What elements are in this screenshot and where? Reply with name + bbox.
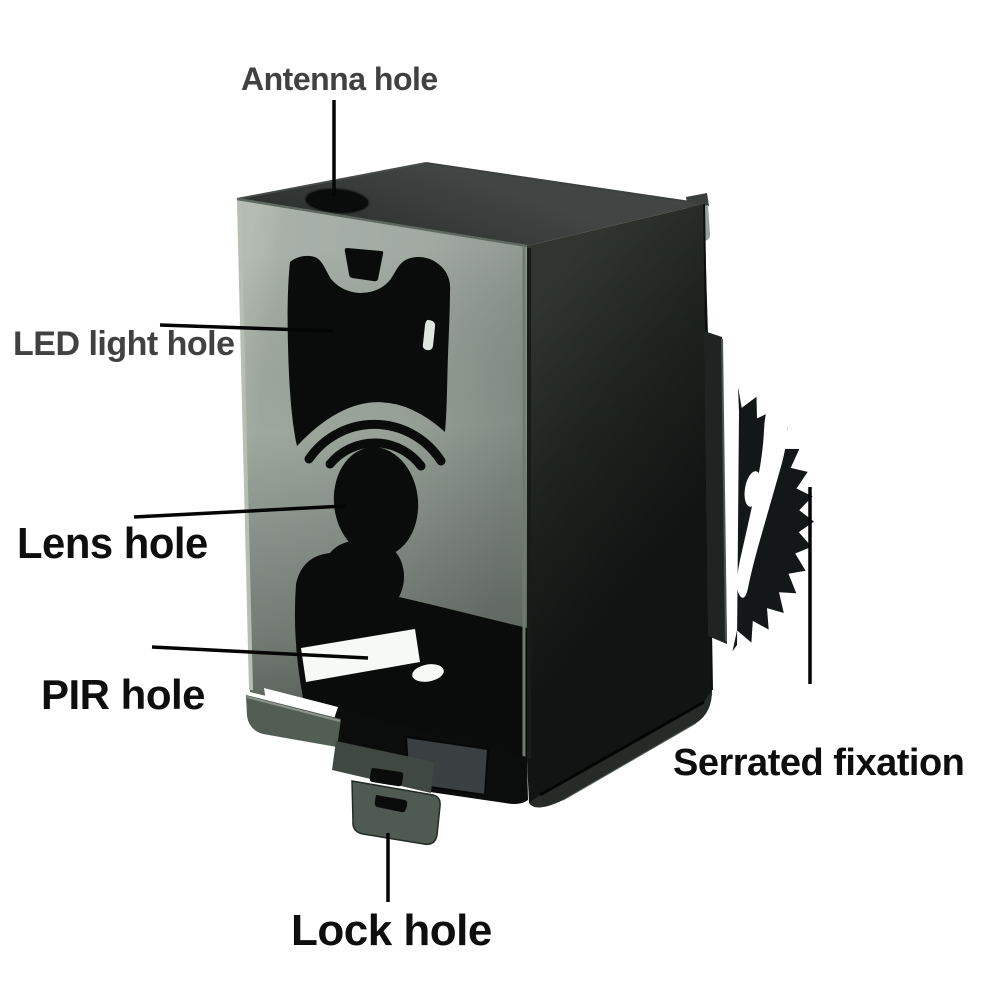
antenna-hole-label: Antenna hole: [241, 61, 438, 97]
pir-through-gap: [301, 629, 420, 682]
case-front-face: [236, 197, 531, 759]
lock-hole-label: Lock hole: [291, 906, 492, 955]
inner-bracket-hole: [412, 664, 444, 682]
side-bottom-flange: [529, 690, 712, 808]
serrated-plate-hole: [744, 471, 762, 507]
flange-slot: [369, 767, 404, 787]
callout-lines: [133, 100, 812, 902]
lock-tab: [351, 780, 441, 846]
mounting-bracket-strip: [704, 331, 727, 644]
case-bottom-assembly: [246, 688, 528, 846]
bottom-gap: [264, 688, 338, 722]
lens-callout-line: [133, 504, 346, 519]
pir-hole-label: PIR hole: [41, 671, 206, 718]
serrated-plate: [732, 386, 814, 652]
serrated-fixation-assembly: [704, 331, 814, 652]
antenna-hole: [304, 187, 370, 215]
led-light-hole-label: LED light hole: [13, 325, 235, 363]
flange-step: [332, 741, 434, 793]
led-slot-tab: [422, 319, 436, 351]
serrated-fixation-label: Serrated fixation: [673, 742, 965, 784]
led-light-hole-cutout: [287, 255, 451, 446]
case-top-face: [236, 162, 705, 246]
led-callout-line: [159, 323, 334, 333]
arc-slots: [304, 419, 446, 471]
lens-hole-label: Lens hole: [17, 519, 208, 568]
indicator-hole-cutout: [344, 248, 384, 282]
bottom-flange-lip: [246, 695, 341, 747]
serrated-plate-slot: [737, 402, 788, 598]
case-side-face: [527, 203, 713, 808]
lens-hole-cutout: [333, 447, 419, 557]
lock-hole-slot: [374, 795, 408, 813]
pir-callout-line: [151, 645, 369, 660]
